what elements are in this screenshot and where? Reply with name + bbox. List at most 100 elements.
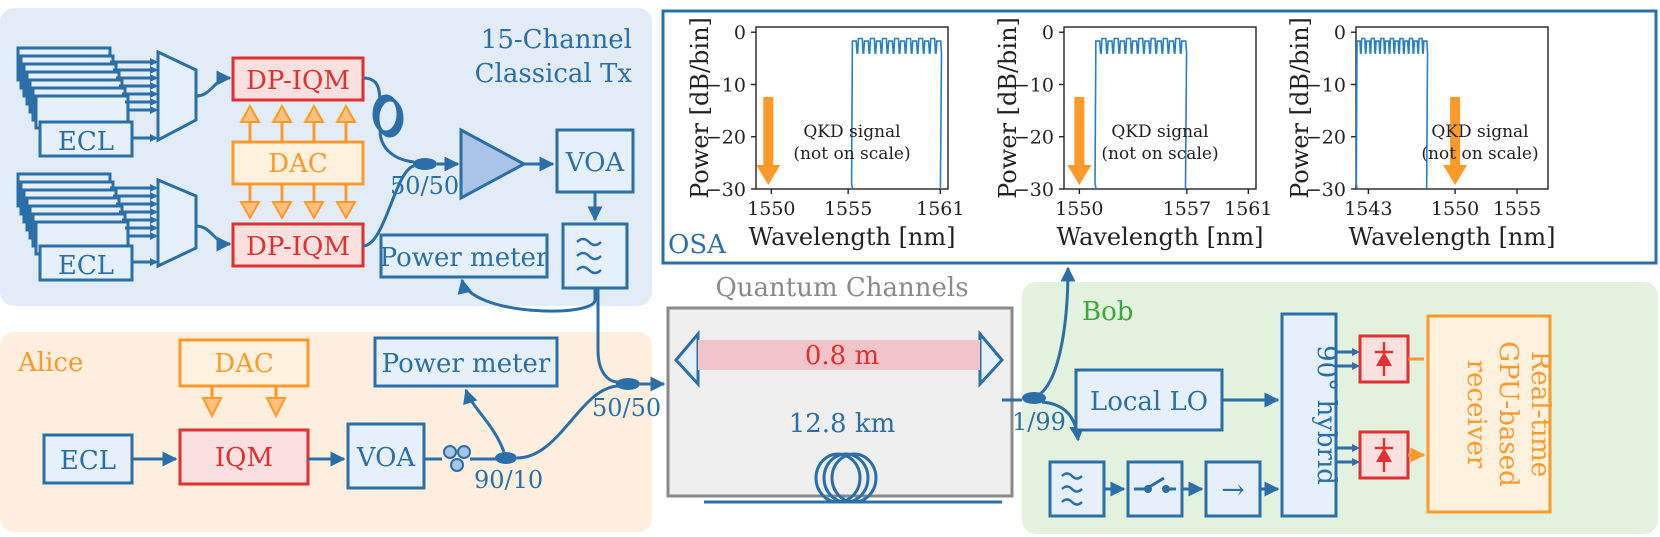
spectrum-2-ylabel: Power [dB/bin] (994, 17, 1022, 199)
dac-alice (178, 338, 310, 388)
local-lo-label: Local LO (1090, 387, 1208, 417)
spectrum-2-qkd-arrow-head (1067, 165, 1092, 185)
power-meter-tx (379, 233, 549, 279)
filter-icon-tx (576, 237, 602, 275)
spectrum-3-annotation-line1: QKD signal (1431, 122, 1528, 142)
spectrum-1-qkd-arrow-head (756, 165, 781, 185)
power-meter-alice-label: Power meter (382, 349, 551, 379)
bob-title: Bob (1082, 297, 1133, 327)
osa-box (661, 9, 1658, 265)
spectrum-1-annotation-line1: QKD signal (803, 122, 900, 142)
dac-tx-label: DAC (268, 149, 328, 179)
coupler-alice-label: 90/10 (474, 466, 543, 494)
tx-title-line1: 15-Channel (481, 25, 632, 55)
spectrum-1-ytick-label: −10 (706, 74, 746, 96)
coupler-quantum (616, 378, 640, 390)
photodiode-icon-lower (1375, 438, 1393, 472)
dac-alice-label: DAC (214, 349, 274, 379)
dac-tx (231, 140, 365, 186)
power-meter-alice (373, 336, 559, 388)
coupler-quantum-label: 50/50 (592, 394, 661, 422)
amplifier-triangle (459, 127, 528, 201)
iqm-alice (178, 428, 310, 486)
voa-tx (555, 128, 635, 194)
spectrum-1-trace (850, 37, 943, 190)
spectrum-2-trace (1094, 37, 1188, 190)
spectrum-3-ytick-label: 0 (1334, 22, 1346, 44)
isolator-arrow-icon: → (1221, 473, 1244, 506)
spectrum-2-xlabel: Wavelength [nm] (1056, 223, 1263, 251)
spectrum-3-xtick-label: 1543 (1344, 198, 1392, 220)
dp-iqm-lower-label: DP-IQM (246, 232, 350, 262)
dp-iqm-lower (231, 222, 365, 268)
free-space-length: 0.8 m (805, 341, 879, 371)
coupler-tx (413, 158, 437, 170)
spectrum-3-annotation-line2: (not on scale) (1421, 144, 1538, 164)
dac-to-dp-iqm-arrows (239, 103, 357, 221)
ecl-box-lower (38, 244, 134, 282)
fiber-spool-icon (704, 452, 1002, 504)
gpu-receiver-line2: GPU-based (1493, 341, 1523, 487)
tx-title-line2: Classical Tx (475, 59, 633, 89)
ecl-alice-label: ECL (60, 446, 116, 476)
voa-tx-label: VOA (565, 148, 626, 178)
ecl-label-lower: ECL (58, 251, 114, 281)
coupler-bob-label: 1/99 (1012, 408, 1066, 436)
spectrum-1-ytick-label: −20 (706, 127, 746, 149)
hybrid-90 (1280, 312, 1338, 518)
spectrum-2-xtick-label: 1561 (1224, 198, 1272, 220)
dp-iqm-upper-label: DP-IQM (246, 66, 350, 96)
spectrum-3-ytick-label: −20 (1306, 127, 1346, 149)
quantum-channels-box (666, 306, 1014, 498)
spectrum-2-ytick-label: −10 (1014, 74, 1054, 96)
gpu-receiver (1426, 314, 1552, 514)
spectrum-3-qkd-arrow-shaft (1450, 97, 1461, 167)
spectrum-1-xtick-label: 1561 (916, 198, 964, 220)
coupler-bob (1022, 392, 1046, 404)
spectrum-3-qkd-arrow-head (1443, 165, 1468, 185)
spectrum-3-xtick-label: 1550 (1431, 198, 1479, 220)
power-meter-tx-label: Power meter (380, 243, 549, 273)
spectrum-3-ylabel: Power [dB/bin] (1286, 17, 1314, 199)
spectrum-2-ytick-label: −20 (1014, 127, 1054, 149)
spectrum-2-annotation-line2: (not on scale) (1101, 144, 1218, 164)
quantum-channels-title: Quantum Channels (715, 273, 968, 303)
polarization-controller-icon (443, 445, 471, 472)
voa-alice (346, 422, 426, 490)
filter-icon-bob (1061, 472, 1083, 506)
ecl-stack-lower: ECL (16, 172, 158, 282)
coupler-alice (495, 452, 517, 464)
spectrum-2-ytick-label: −30 (1014, 179, 1054, 201)
ecl-alice (42, 433, 134, 485)
osa-label: OSA (668, 230, 727, 260)
spectrum-2-qkd-arrow-shaft (1074, 97, 1085, 167)
photodiode-icon-upper (1375, 342, 1393, 376)
gpu-receiver-line3: receiver (1461, 360, 1491, 469)
bandpass-filter-tx (561, 222, 629, 290)
spectrum-2-frame (1063, 26, 1257, 190)
spectrum-3-xlabel: Wavelength [nm] (1348, 223, 1555, 251)
spectrum-1-ylabel: Power [dB/bin] (686, 17, 714, 199)
alice-title: Alice (17, 348, 83, 378)
spectrum-2-annotation-line1: QKD signal (1111, 122, 1208, 142)
spectrum-2-ytick-label: 0 (1042, 22, 1054, 44)
voa-alice-label: VOA (356, 443, 417, 473)
fiber-length: 12.8 km (789, 409, 896, 439)
free-space-beam (698, 340, 980, 370)
ecl-stack-upper: ECL (16, 46, 158, 158)
coupler-tx-label: 50/50 (390, 172, 459, 200)
spectrum-3-ytick-label: −30 (1306, 179, 1346, 201)
spectrum-3-trace (1355, 37, 1429, 190)
spectrum-2-xtick-label: 1557 (1163, 198, 1211, 220)
bandpass-filter-bob (1048, 460, 1106, 518)
spectrum-1-qkd-arrow-shaft (763, 97, 774, 167)
fiber-delay-coil (362, 76, 415, 164)
spectrum-3-ytick-label: −10 (1306, 74, 1346, 96)
spectrum-1-xlabel: Wavelength [nm] (748, 223, 955, 251)
spectrum-1-xtick-label: 1555 (824, 198, 872, 220)
gpu-receiver-line1: Real-time (1525, 351, 1555, 477)
ecl-label-upper: ECL (58, 127, 114, 157)
spectrum-1-ytick-label: 0 (734, 22, 746, 44)
